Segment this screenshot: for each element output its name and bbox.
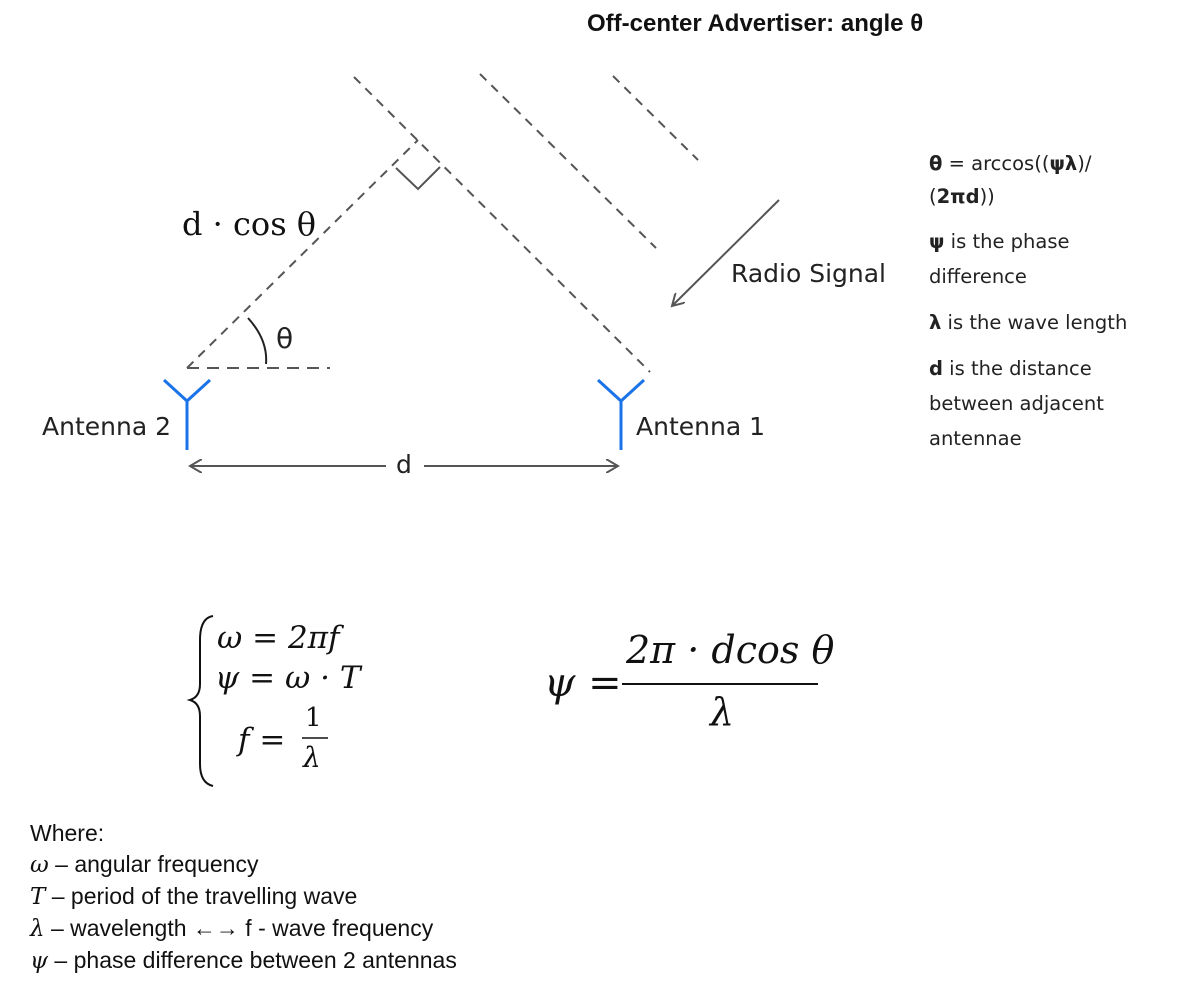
system-brace [186,615,214,787]
where-heading: Where: [30,820,105,846]
legend-psi-symbol: ψ [929,230,945,253]
legend-psi-desc-2: difference [929,265,1027,288]
legend-d-desc-3: antennae [929,427,1022,450]
radio-signal-arrow [672,199,780,306]
legend-d-line-2: between adjacent [929,386,1127,421]
antenna-1-icon [596,378,646,450]
main-eq-lhs: ψ = [544,660,622,706]
system-eq-1: ω = 2πf [217,620,340,656]
system-eq-3-lhs: f = [238,722,286,758]
where-omega-line: ω – angular frequency [30,849,457,881]
legend-psi-lambda: ψλ [1049,152,1078,175]
legend-psi-line: ψ is the phase [929,224,1127,259]
theta-angle-label: θ [276,322,294,355]
where-t-symbol: T [30,884,46,910]
right-angle-marker [395,166,441,191]
legend-d-line: d is the distance [929,351,1127,386]
legend-2pid: 2πd [936,185,980,208]
legend-d-symbol: d [929,357,943,380]
legend-lambda-desc: is the wave length [941,311,1128,334]
legend-paren-close: )) [979,185,995,208]
main-eq-numerator: 2π · dcos θ [626,628,835,672]
where-psi-desc: – phase difference between 2 antennas [48,947,457,973]
main-eq-denominator: λ [710,690,735,734]
where-omega-symbol: ω [30,852,49,878]
antenna-2-icon [162,378,212,450]
legend-paren-open: ( [929,185,937,208]
where-lambda-desc: – wavelength ←→ f - wave frequency [44,915,434,941]
legend-theta-symbol: θ [929,152,943,175]
system-eq-2: ψ = ω · T [215,660,361,696]
legend-formula-mid: )/ [1077,152,1092,175]
legend-lambda-line: λ is the wave length [929,305,1127,340]
projection-line [186,139,419,369]
where-psi-line: ψ – phase difference between 2 antennas [30,945,457,977]
d-cos-theta-text: d · cos θ [182,205,317,243]
where-lambda-line: λ – wavelength ←→ f - wave frequency [30,913,457,945]
legend-panel: θ = arccos((ψλ)/ (2πd)) ψ is the phase d… [929,146,1127,456]
legend-formula-text: = arccos(( [942,152,1050,175]
legend-lambda-symbol: λ [929,311,942,334]
where-omega-desc: – angular frequency [48,851,259,877]
where-t-line: T – period of the travelling wave [30,881,457,913]
legend-formula-line-2: (2πd)) [929,179,1127,214]
antenna-1-label: Antenna 1 [636,412,765,441]
legend-formula-line-1: θ = arccos((ψλ)/ [929,146,1127,181]
diagram-title: Off-center Advertiser: angle θ [587,10,924,37]
system-eq-3-denominator: λ [303,741,321,774]
system-eq-3-numerator: 1 [305,703,322,733]
legend-psi-line-2: difference [929,259,1127,294]
where-psi-symbol: ψ [30,948,49,974]
wavefront-line-1 [353,76,651,373]
radio-signal-label: Radio Signal [731,259,886,288]
legend-d-line-3: antennae [929,421,1127,456]
legend-d-desc: is the distance [942,357,1092,380]
legend-psi-desc: is the phase [944,230,1070,253]
distance-label: d [396,450,412,479]
d-cos-theta-label: d · cos θ [182,205,316,243]
wavefront-line-2 [479,73,657,249]
angle-arc [247,317,268,365]
where-definitions: Where: ω – angular frequency T – period … [30,818,457,977]
where-t-desc: – period of the travelling wave [45,883,358,909]
wavefront-line-3 [612,75,699,161]
where-lambda-symbol: λ [30,916,45,942]
antenna-2-label: Antenna 2 [42,412,171,441]
legend-d-desc-2: between adjacent [929,392,1104,415]
